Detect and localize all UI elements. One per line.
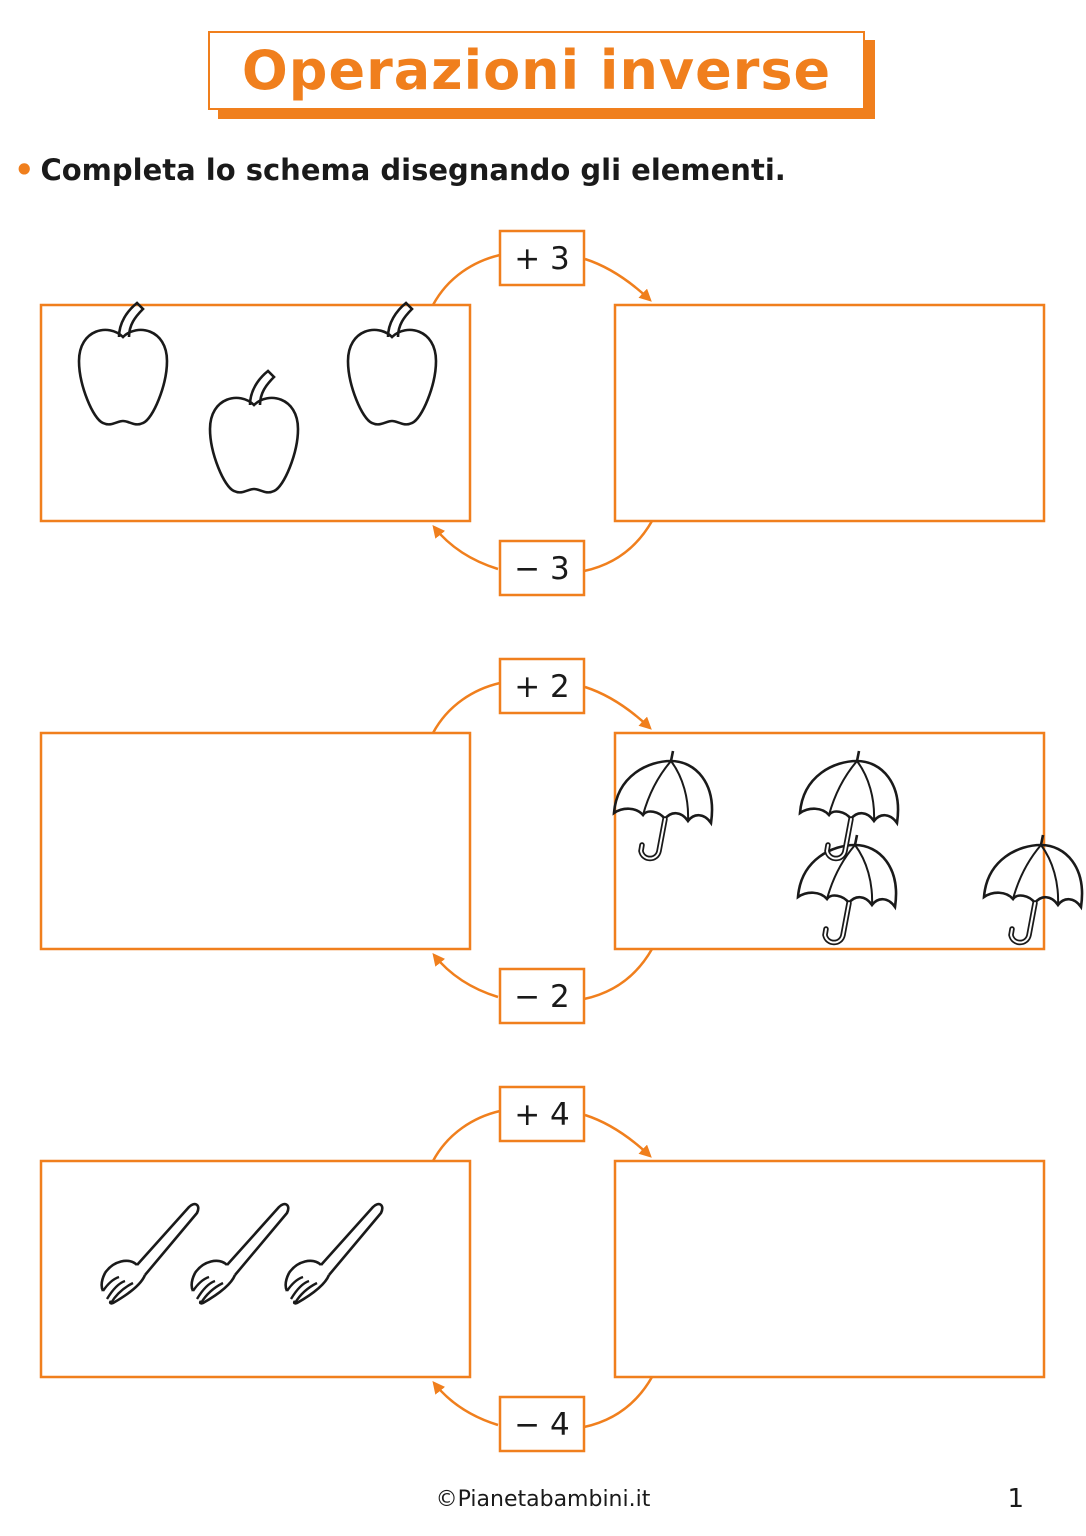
plus-label: + 2 <box>514 669 570 705</box>
instruction-text: Completa lo schema disegnando gli elemen… <box>40 153 786 187</box>
footer-credit: ©Pianetabambini.it <box>435 1487 651 1512</box>
exercise-3: + 4 − 4 <box>39 1085 1046 1453</box>
minus-label-box <box>498 539 586 597</box>
instruction: • Completa lo schema disegnando gli elem… <box>14 148 786 192</box>
bullet-icon: • <box>14 151 35 189</box>
bottom-arc <box>583 520 654 573</box>
minus-label: − 3 <box>514 551 570 587</box>
top-arrow <box>584 257 652 302</box>
plus-label-box <box>498 229 586 287</box>
plus-label: + 3 <box>514 241 570 277</box>
right-box[interactable] <box>613 303 1046 523</box>
top-arrow <box>584 1113 652 1158</box>
left-box[interactable] <box>39 1159 472 1379</box>
bottom-arrow <box>432 1381 499 1427</box>
page-number: 1 <box>1007 1484 1024 1514</box>
title-box: Operazioni inverse <box>208 31 865 110</box>
minus-label-box <box>498 1395 586 1453</box>
exercise-2: + 2 − 2 <box>39 657 1082 1025</box>
page-title: Operazioni inverse <box>241 39 832 102</box>
exercise-1: + 3 − 3 <box>39 229 1046 597</box>
bottom-arc <box>583 948 654 1001</box>
top-arc <box>431 681 501 734</box>
top-arc <box>431 253 501 306</box>
top-arc <box>431 1109 501 1162</box>
bottom-arrow <box>432 525 499 571</box>
bottom-arc <box>583 1376 654 1429</box>
minus-label-box <box>498 967 586 1025</box>
plus-label-box <box>498 657 586 715</box>
top-arrow <box>584 685 652 730</box>
left-box[interactable] <box>39 303 472 523</box>
right-box[interactable] <box>613 1159 1046 1379</box>
title-banner: Operazioni inverse <box>208 31 875 119</box>
plus-label-box <box>498 1085 586 1143</box>
minus-label: − 4 <box>514 1407 570 1443</box>
minus-label: − 2 <box>514 979 570 1015</box>
plus-label: + 4 <box>514 1097 570 1133</box>
bottom-arrow <box>432 953 499 999</box>
right-box[interactable] <box>613 731 1046 951</box>
left-box[interactable] <box>39 731 472 951</box>
